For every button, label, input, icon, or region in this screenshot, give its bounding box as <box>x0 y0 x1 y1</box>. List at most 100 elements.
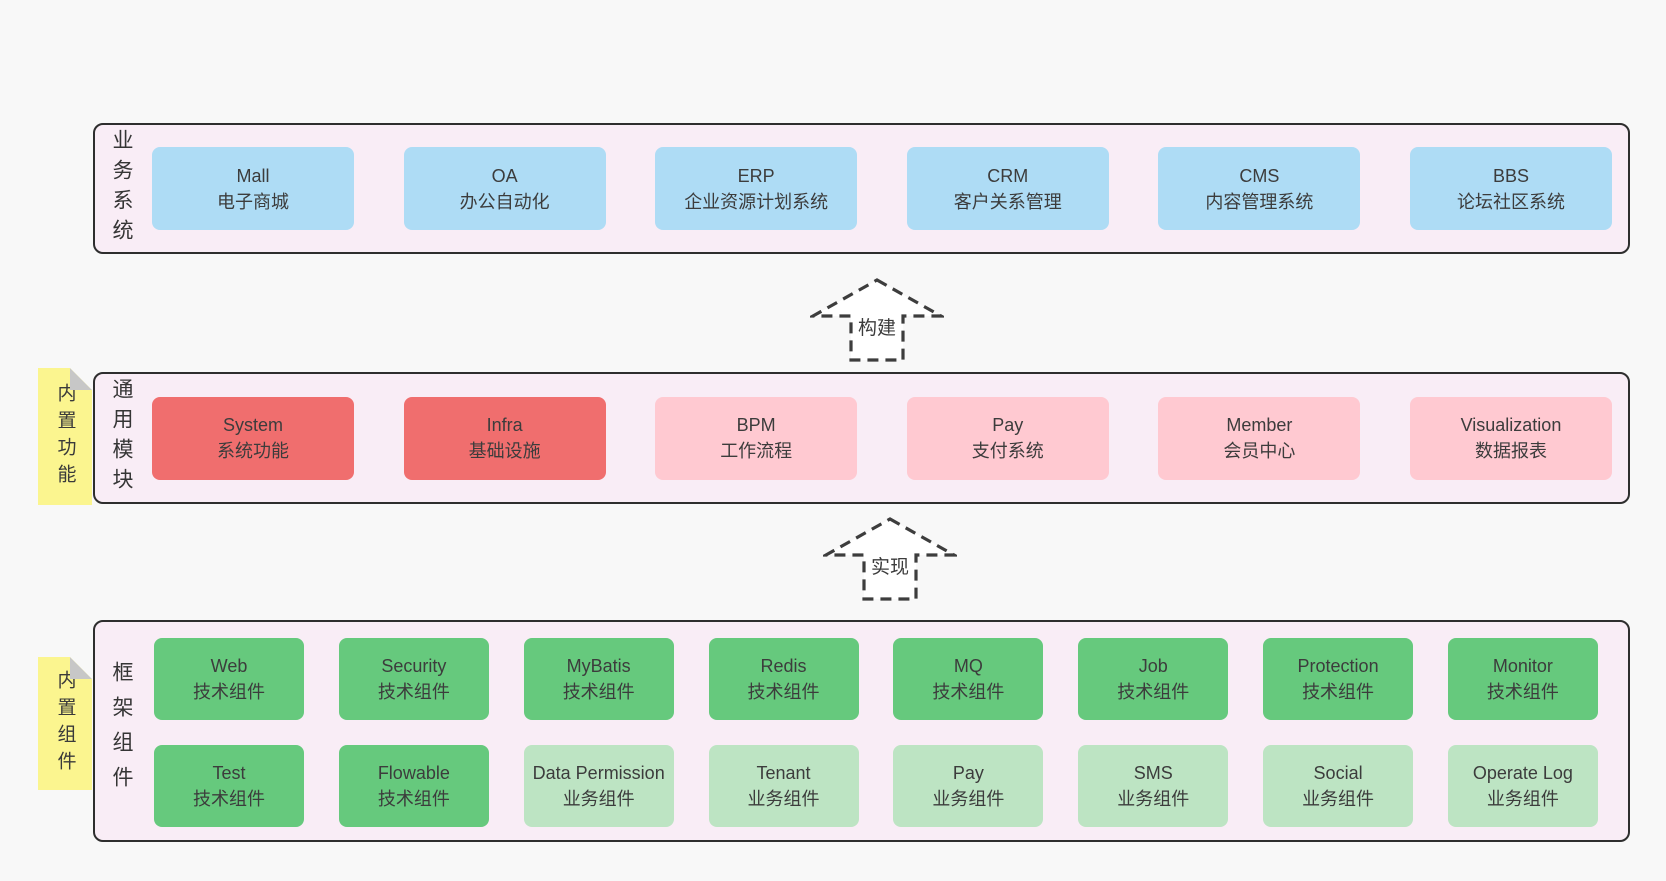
box-subtitle: 技术组件 <box>377 682 450 702</box>
box-mall: Mall 电子商城 <box>152 147 354 230</box>
box-operate-log: Operate Log 业务组件 <box>1447 745 1598 827</box>
box-title: BPM <box>736 415 776 435</box>
modules-boxes-row: System 系统功能 Infra 基础设施 BPM 工作流程 Pay 支付系统 Member 会… <box>148 374 1628 502</box>
box-subtitle: 支付系统 <box>971 441 1044 461</box>
box-title: Web <box>210 656 248 676</box>
box-monitor: Monitor 技术组件 <box>1447 638 1598 720</box>
box-title: Infra <box>486 415 523 435</box>
box-subtitle: 工作流程 <box>720 441 793 461</box>
box-subtitle: 电子商城 <box>217 191 289 212</box>
note-fold-corner-icon <box>70 368 92 390</box>
box-title: MQ <box>953 656 983 676</box>
band-label-text: 通用模块 <box>110 378 133 498</box>
box-subtitle: 技术组件 <box>193 682 265 702</box>
box-subtitle: 业务组件 <box>932 789 1005 809</box>
box-subtitle: 客户关系管理 <box>953 191 1062 212</box>
box-subtitle: 业务组件 <box>747 789 820 809</box>
box-bbs: BBS 论坛社区系统 <box>1409 147 1612 230</box>
box-title: Flowable <box>377 763 450 783</box>
box-subtitle: 办公自动化 <box>459 191 550 212</box>
band-label-business: 业务系统 <box>95 125 148 252</box>
box-title: Member <box>1226 415 1293 435</box>
sticky-note-text: 内置组件 <box>54 669 76 778</box>
box-title: Tenant <box>756 763 811 783</box>
box-title: System <box>222 415 283 435</box>
box-subtitle: 技术组件 <box>747 682 820 702</box>
box-title: Protection <box>1297 656 1379 676</box>
box-visualization: Visualization 数据报表 <box>1409 396 1612 480</box>
box-subtitle: 业务组件 <box>562 789 635 809</box>
box-subtitle: 论坛社区系统 <box>1456 191 1565 212</box>
box-subtitle: 技术组件 <box>1486 682 1559 702</box>
box-system: System 系统功能 <box>152 396 354 480</box>
box-subtitle: 技术组件 <box>193 789 265 809</box>
box-title: Operate Log <box>1472 763 1573 783</box>
box-title: ERP <box>737 165 775 186</box>
arrow-label: 构建 <box>854 313 900 340</box>
sticky-note-builtin-components: 内置组件 <box>38 657 92 790</box>
build-arrow: 构建 <box>810 277 944 363</box>
box-pay: Pay 业务组件 <box>893 745 1044 827</box>
box-tenant: Tenant 业务组件 <box>708 745 859 827</box>
band-common-modules: 通用模块 System 系统功能 Infra 基础设施 BPM 工作流程 Pay 支付系统 Me… <box>93 372 1630 504</box>
band-business-systems: 业务系统 Mall 电子商城 OA 办公自动化 ERP 企业资源计划系统 CRM 客户关系管理… <box>93 123 1630 254</box>
box-bpm: BPM 工作流程 <box>655 396 858 480</box>
box-title: Data Permission <box>532 763 665 783</box>
box-oa: OA 办公自动化 <box>403 147 606 230</box>
box-subtitle: 技术组件 <box>562 682 635 702</box>
box-subtitle: 会员中心 <box>1223 441 1296 461</box>
box-member: Member 会员中心 <box>1158 396 1361 480</box>
box-title: CMS <box>1239 165 1280 186</box>
box-subtitle: 业务组件 <box>1302 789 1375 809</box>
box-protection: Protection 技术组件 <box>1263 638 1414 720</box>
box-test: Test 技术组件 <box>154 745 304 827</box>
box-title: CRM <box>987 165 1029 186</box>
note-fold-corner-icon <box>70 657 92 679</box>
box-title: Visualization <box>1460 415 1562 435</box>
box-subtitle: 系统功能 <box>217 441 289 461</box>
box-erp: ERP 企业资源计划系统 <box>655 147 858 230</box>
box-subtitle: 数据报表 <box>1474 441 1547 461</box>
box-subtitle: 业务组件 <box>1486 789 1559 809</box>
box-title: Pay <box>992 415 1024 435</box>
box-title: Monitor <box>1492 656 1553 676</box>
box-data-permission: Data Permission 业务组件 <box>523 745 674 827</box>
box-subtitle: 内容管理系统 <box>1205 191 1314 212</box>
box-title: Job <box>1138 656 1168 676</box>
arrow-label: 实现 <box>867 552 913 579</box>
box-crm: CRM 客户关系管理 <box>906 147 1109 230</box>
sticky-note-builtin-features: 内置功能 <box>38 368 92 505</box>
box-subtitle: 技术组件 <box>1302 682 1375 702</box>
sticky-note-text: 内置功能 <box>54 382 76 491</box>
band-label-modules: 通用模块 <box>95 374 148 502</box>
box-title: Mall <box>236 165 270 186</box>
box-title: OA <box>491 165 518 186</box>
business-boxes-row: Mall 电子商城 OA 办公自动化 ERP 企业资源计划系统 CRM 客户关系管理 CMS 内容… <box>148 125 1628 252</box>
box-subtitle: 企业资源计划系统 <box>684 191 829 212</box>
box-title: Redis <box>760 656 807 676</box>
box-pay: Pay 支付系统 <box>906 396 1109 480</box>
box-title: BBS <box>1492 165 1529 186</box>
box-subtitle: 技术组件 <box>377 789 450 809</box>
box-title: Social <box>1313 763 1363 783</box>
band-label-components: 框架组件 <box>95 622 148 840</box>
band-label-text: 框架组件 <box>110 661 133 801</box>
box-cms: CMS 内容管理系统 <box>1158 147 1361 230</box>
box-flowable: Flowable 技术组件 <box>338 745 489 827</box>
band-label-text: 业务系统 <box>110 128 133 249</box>
box-social: Social 业务组件 <box>1263 745 1414 827</box>
box-title: SMS <box>1133 763 1173 783</box>
box-title: Test <box>212 763 246 783</box>
box-web: Web 技术组件 <box>154 638 304 720</box>
box-title: Pay <box>952 763 984 783</box>
box-subtitle: 基础设施 <box>468 441 541 461</box>
